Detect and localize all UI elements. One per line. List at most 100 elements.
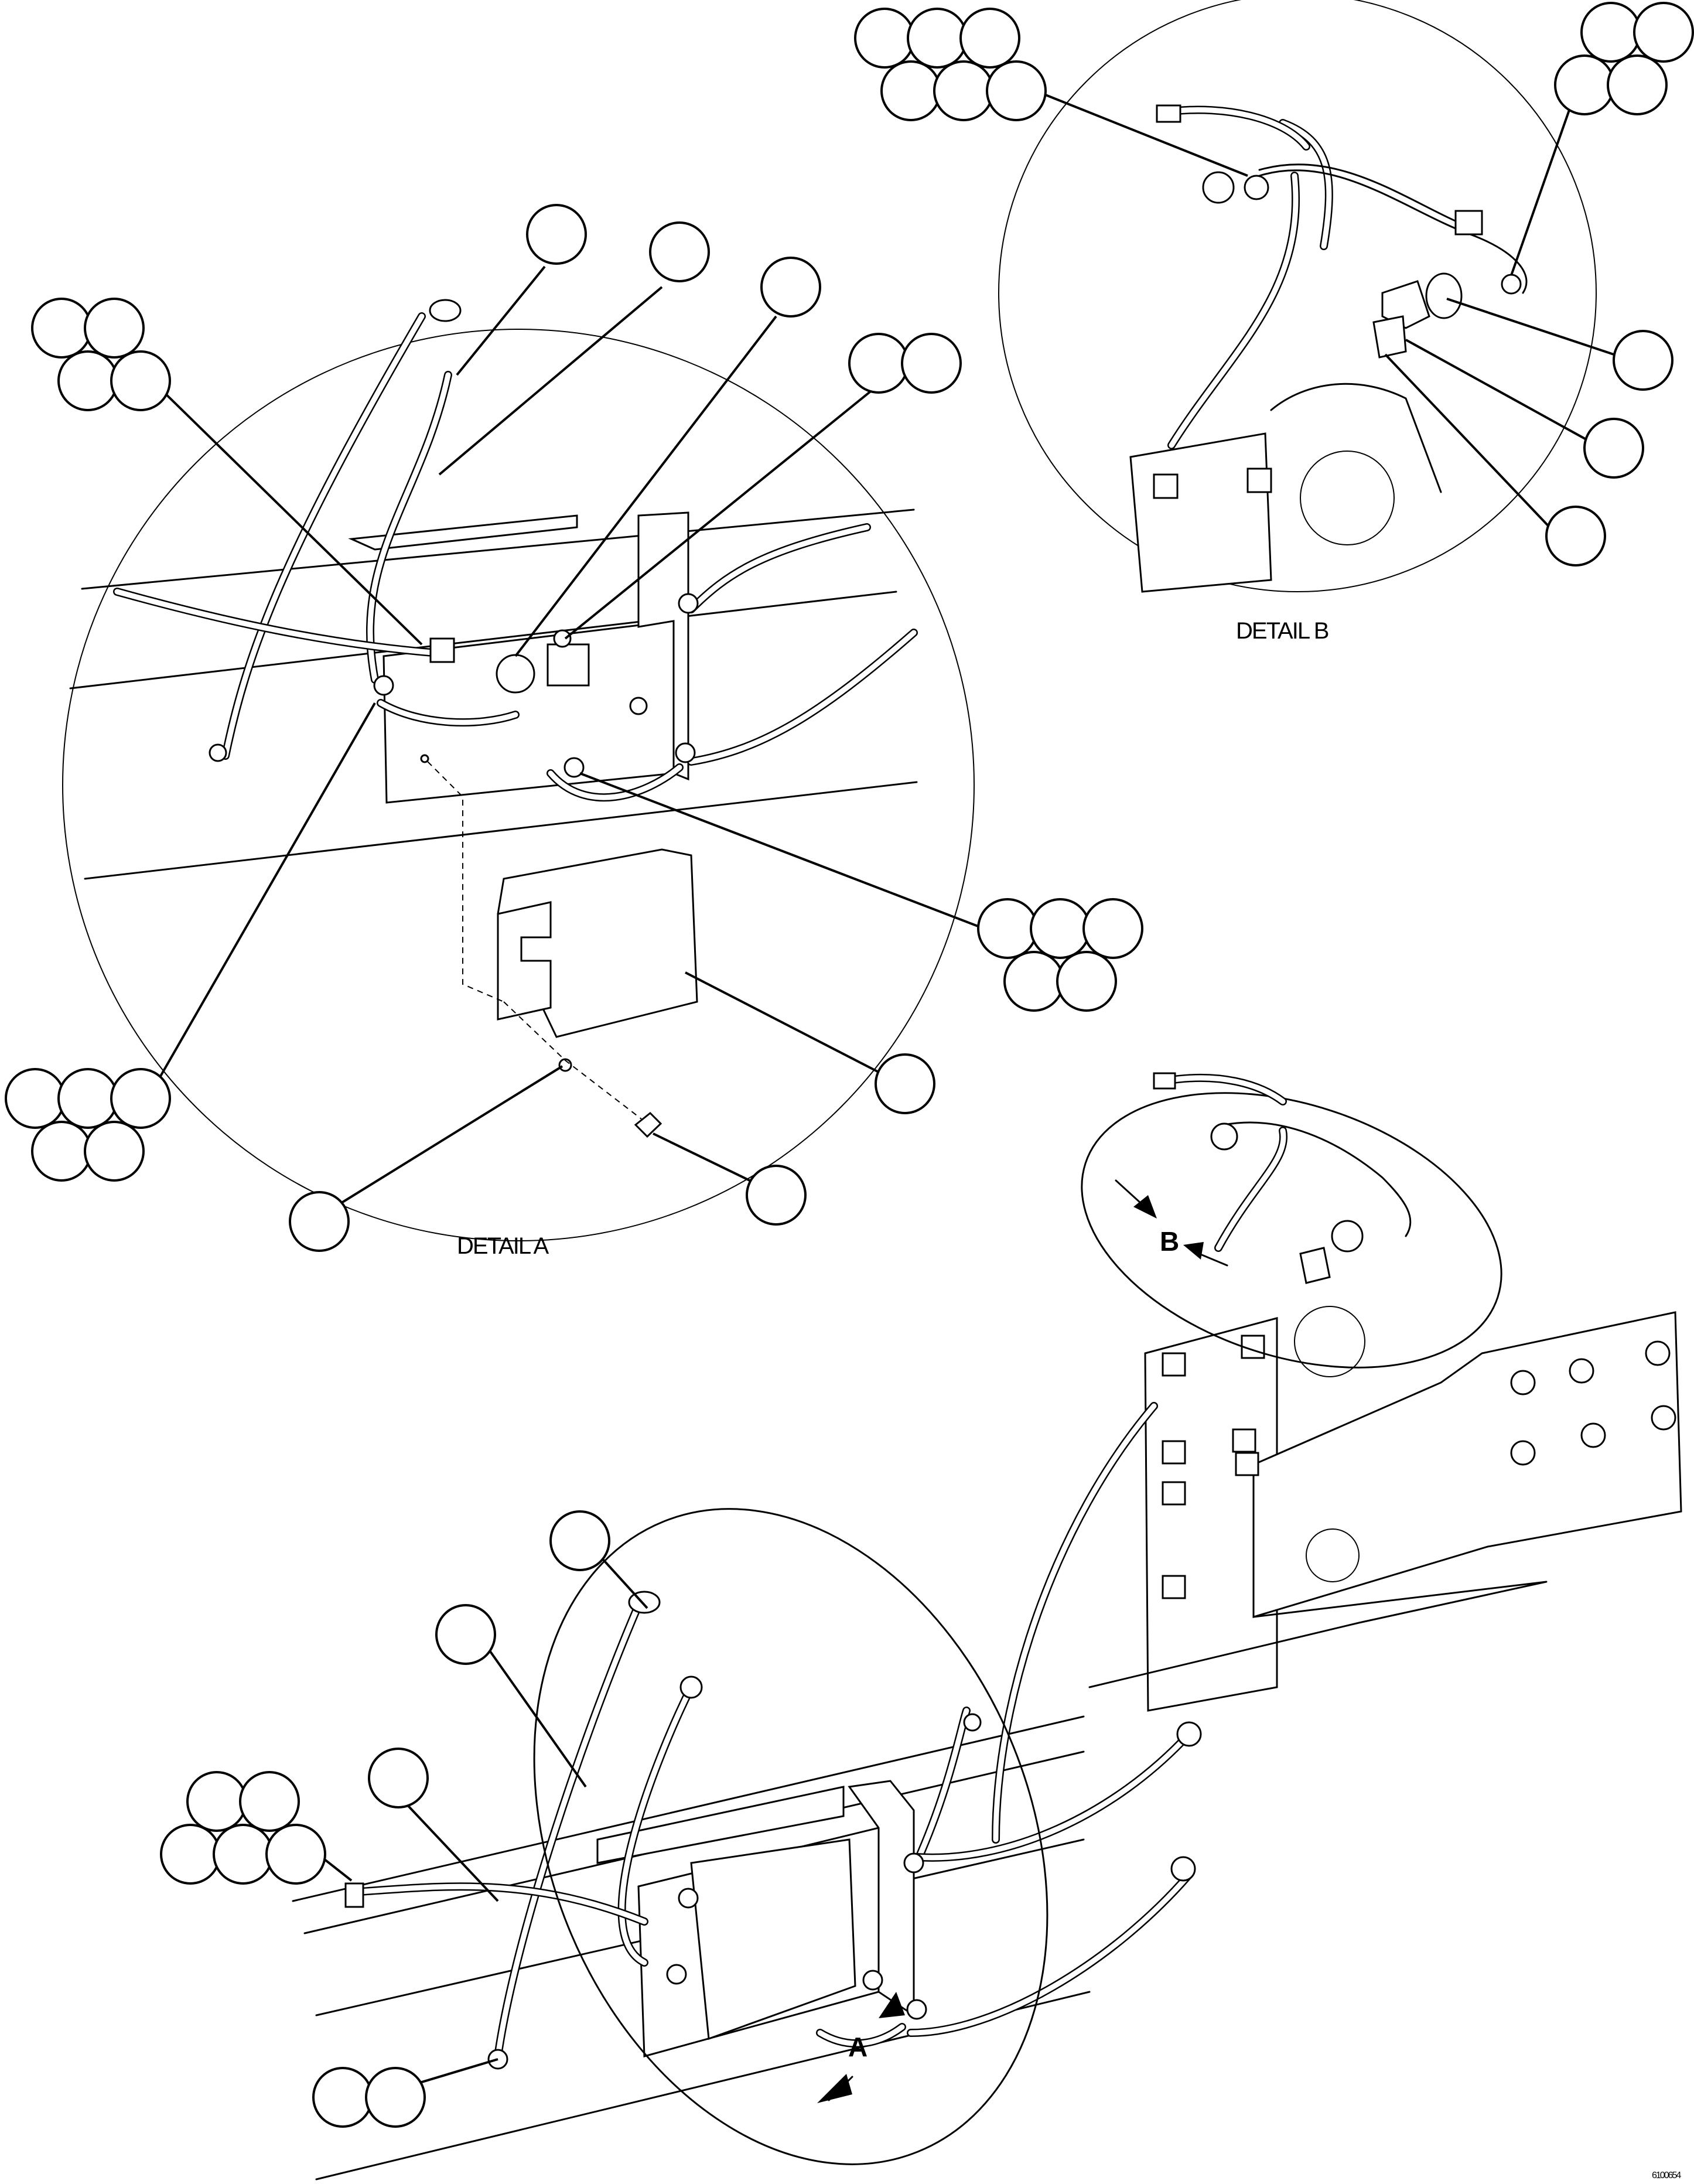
elbow-fitting	[1381, 280, 1430, 329]
nut	[903, 1852, 924, 1874]
bore	[1294, 1306, 1365, 1377]
cover-flange	[497, 901, 552, 1021]
arrow-b-head	[1183, 1242, 1204, 1260]
hose-end	[209, 743, 227, 762]
plate-top	[596, 1786, 845, 1864]
hose	[113, 588, 443, 657]
view-a-marker: A	[848, 2032, 867, 2062]
bore	[1300, 451, 1395, 545]
view-b-marker: B	[1160, 1226, 1179, 1257]
balloon	[875, 1053, 935, 1114]
nut	[1501, 274, 1522, 295]
hole	[420, 754, 429, 763]
sensor	[1425, 272, 1463, 319]
cover	[690, 1838, 856, 2040]
vertical-plate	[1144, 1317, 1278, 1712]
balloon	[368, 1748, 429, 1808]
bolt-head	[1246, 467, 1272, 493]
nut	[678, 1888, 699, 1909]
hose-end	[1156, 104, 1181, 123]
balloon-cluster	[848, 333, 962, 394]
detail-b-circle	[998, 0, 1597, 592]
arrow-a-head	[817, 2074, 852, 2103]
balloon	[649, 221, 710, 282]
balloon	[549, 1510, 610, 1571]
adapter	[1372, 315, 1407, 359]
balloon	[289, 1191, 350, 1252]
balloon	[1545, 506, 1606, 567]
balloon-cluster	[312, 2067, 426, 2128]
hitch-bracket	[1252, 1311, 1682, 1619]
rail-edge	[81, 509, 915, 590]
nut	[666, 1964, 687, 1985]
plate	[1129, 432, 1272, 593]
bracket-base	[1088, 1581, 1548, 1688]
balloon-cluster	[854, 8, 1047, 121]
valve-body	[496, 654, 535, 694]
sensor	[1331, 1220, 1364, 1253]
detail-b	[998, 0, 1597, 593]
fitting	[963, 1713, 982, 1732]
balloon	[760, 257, 821, 318]
bolt-heads	[1162, 1335, 1676, 1599]
fitting	[1210, 1122, 1238, 1151]
fitting	[1202, 171, 1235, 204]
nut	[675, 742, 696, 763]
bolt-head	[1153, 473, 1179, 499]
nut	[553, 629, 572, 648]
rail-edge	[69, 591, 897, 690]
rail-edge	[84, 781, 918, 880]
nut	[906, 1999, 927, 2020]
balloon	[526, 204, 587, 265]
hose	[687, 523, 871, 613]
detail-a-circle	[62, 329, 975, 1241]
hose-end	[1153, 1072, 1176, 1090]
hose	[992, 1402, 1158, 1844]
balloon-cluster	[977, 898, 1143, 1012]
balloon	[746, 1165, 807, 1226]
balloon-cluster	[160, 1771, 326, 1885]
nut	[373, 675, 394, 696]
figure-code: 6100654	[1652, 2171, 1681, 2180]
nut	[629, 697, 648, 715]
plate-top	[348, 514, 578, 551]
callout-leaders	[148, 93, 1614, 2087]
screw	[634, 1111, 662, 1138]
arrow-a-head	[879, 1992, 905, 2018]
balloon	[1583, 418, 1644, 479]
detail-b-label: DETAIL B	[1236, 618, 1328, 644]
detail-a	[62, 299, 975, 1241]
fitting	[344, 1882, 364, 1908]
hose	[687, 629, 918, 766]
detail-a-label: DETAIL A	[457, 1233, 549, 1259]
relay	[547, 643, 590, 687]
hose	[1223, 1121, 1412, 1237]
detail-a-envelope	[533, 1508, 1048, 2165]
hose	[907, 1871, 1193, 2037]
arrow-b-head	[1133, 1195, 1157, 1219]
balloon-cluster	[5, 1068, 171, 1182]
hose	[494, 1601, 643, 2060]
rail-edge	[292, 1715, 1085, 1902]
nut	[1244, 175, 1269, 200]
nut	[678, 593, 699, 614]
balloon-cluster	[1554, 2, 1694, 115]
hose-end	[679, 1675, 703, 1699]
fitting	[1170, 1856, 1196, 1882]
detail-b-envelope	[1081, 1092, 1502, 1369]
balloon	[435, 1604, 496, 1665]
callout-balloons	[5, 2, 1694, 2128]
fitting	[429, 637, 455, 663]
balloon-cluster	[31, 298, 171, 411]
balloon	[1613, 330, 1673, 391]
nut	[563, 757, 585, 778]
main-view	[292, 1072, 1682, 2180]
bracket-edge	[1270, 383, 1442, 493]
connector	[1454, 210, 1483, 236]
fitting	[1176, 1721, 1202, 1747]
elbow-fitting	[1299, 1247, 1331, 1284]
nut	[862, 1970, 883, 1991]
hose-end	[429, 299, 462, 322]
hose	[1258, 169, 1528, 294]
